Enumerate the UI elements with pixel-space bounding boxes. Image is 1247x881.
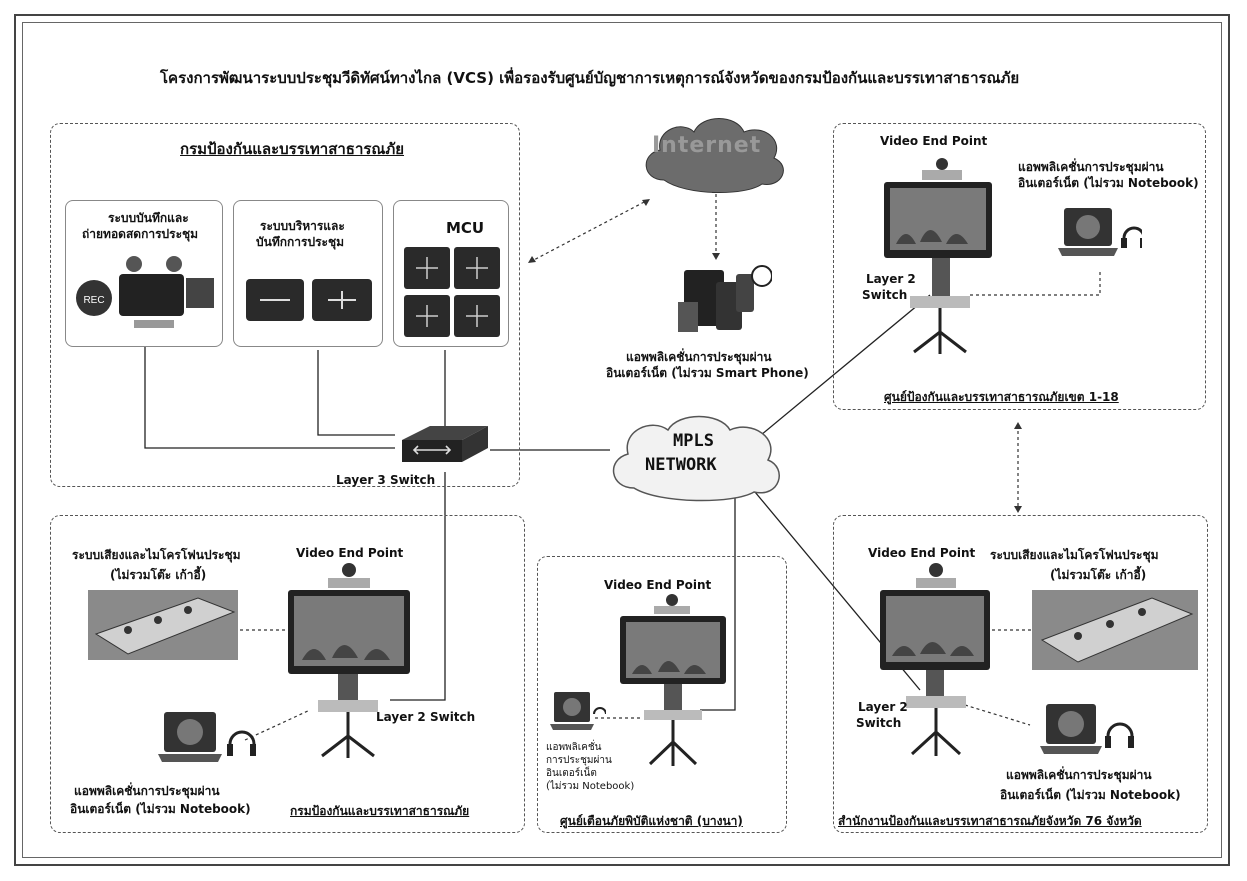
regional-app-label-2: อินเตอร์เน็ต (ไม่รวม Notebook) xyxy=(1018,176,1199,190)
hq-video-label: Video End Point xyxy=(296,546,404,560)
hq-section xyxy=(50,123,520,487)
video-endpoint-icon xyxy=(288,563,410,758)
regional-center-section xyxy=(833,123,1206,410)
video-endpoint-icon xyxy=(620,594,726,766)
mcu-icon xyxy=(404,247,500,337)
internet-app-label-1: แอพพลิเคชั่นการประชุมผ่าน xyxy=(626,350,772,364)
province-switch-label-1: Layer 2 xyxy=(858,700,908,714)
warning-center-section xyxy=(537,556,787,833)
regional-app-label-1: แอพพลิเคชั่นการประชุมผ่าน xyxy=(1018,160,1164,174)
province-audio-label-2: (ไม่รวมโต๊ะ เก้าอี้) xyxy=(1050,568,1147,582)
center-app-label-1: แอพพลิเคชั่น xyxy=(546,742,602,753)
recording-label-1: ระบบบันทึกและ xyxy=(108,211,189,225)
mpls-cloud-icon xyxy=(612,415,780,502)
recording-equipment-icon: REC xyxy=(76,256,214,328)
hq-room-caption: กรมป้องกันและบรรเทาสาธารณภัย xyxy=(290,804,470,818)
conference-table-icon xyxy=(88,590,238,660)
laptop-icon xyxy=(158,712,256,762)
hq-heading: กรมป้องกันและบรรเทาสาธารณภัย xyxy=(180,140,405,158)
center-app-label-2: การประชุมผ่าน xyxy=(546,755,612,766)
provincial-office-section xyxy=(833,515,1208,833)
regional-switch-label-2: Switch xyxy=(862,288,908,302)
center-app-label-4: (ไม่รวม Notebook) xyxy=(546,781,635,792)
internet-app-label-2: อินเตอร์เน็ต (ไม่รวม Smart Phone) xyxy=(606,366,809,380)
center-video-label: Video End Point xyxy=(604,578,712,592)
regional-video-label: Video End Point xyxy=(880,134,988,148)
recording-system-panel: ระบบบันทึกและ ถ่ายทอดสดการประชุม REC xyxy=(65,200,223,347)
hq-app-label-1: แอพพลิเคชั่นการประชุมผ่าน xyxy=(74,784,220,798)
regional-switch-label-1: Layer 2 xyxy=(866,272,916,286)
management-label-1: ระบบบริหารและ xyxy=(260,219,345,233)
hq-audio-label-2: (ไม่รวมโต๊ะ เก้าอี้) xyxy=(110,568,207,582)
hq-app-label-2: อินเตอร์เน็ต (ไม่รวม Notebook) xyxy=(70,802,251,816)
province-app-label-2: อินเตอร์เน็ต (ไม่รวม Notebook) xyxy=(1000,788,1181,802)
management-system-panel: ระบบบริหารและ บันทึกการประชุม xyxy=(233,200,383,347)
province-app-label-1: แอพพลิเคชั่นการประชุมผ่าน xyxy=(1006,768,1152,782)
outer-frame xyxy=(14,14,1230,866)
video-endpoint-icon xyxy=(880,563,990,756)
management-label-2: บันทึกการประชุม xyxy=(256,235,345,249)
hq-switch-label: Layer 2 Switch xyxy=(376,710,476,724)
server-icon xyxy=(246,279,372,321)
province-switch-label-2: Switch xyxy=(856,716,902,730)
hq-audio-label-1: ระบบเสียงและไมโครโฟนประชุม xyxy=(72,548,241,562)
internet-label: Internet xyxy=(652,133,762,158)
svg-text:REC: REC xyxy=(83,295,104,306)
laptop-icon xyxy=(1040,704,1134,754)
conference-table-icon xyxy=(1032,590,1198,670)
video-endpoint-icon xyxy=(884,158,992,354)
regional-caption: ศูนย์ป้องกันและบรรเทาสาธารณภัยเขต 1-18 xyxy=(884,390,1119,404)
smartphone-icon xyxy=(678,265,772,332)
mpls-label-2: NETWORK xyxy=(645,455,717,475)
inner-frame xyxy=(22,22,1222,858)
layer3-switch-label: Layer 3 Switch xyxy=(336,473,436,487)
province-video-label: Video End Point xyxy=(868,546,976,560)
center-app-label-3: อินเตอร์เน็ต xyxy=(546,768,597,779)
hq-room-section xyxy=(50,515,525,833)
mpls-label-1: MPLS xyxy=(673,431,714,451)
recording-label-2: ถ่ายทอดสดการประชุม xyxy=(82,227,199,241)
diagram-title: โครงการพัฒนาระบบประชุมวีดิทัศน์ทางไกล (V… xyxy=(160,69,1020,87)
laptop-icon xyxy=(550,692,606,730)
cloud-icon xyxy=(645,118,784,194)
laptop-icon xyxy=(1058,208,1142,256)
layer3-switch-icon xyxy=(402,426,488,462)
mcu-panel: MCU xyxy=(393,200,509,347)
province-audio-label-1: ระบบเสียงและไมโครโฟนประชุม xyxy=(990,548,1159,562)
provincial-caption: สำนักงานป้องกันและบรรเทาสาธารณภัยจังหวัด… xyxy=(838,814,1142,828)
mcu-label: MCU xyxy=(446,219,485,237)
warning-center-caption: ศูนย์เตือนภัยพิบัติแห่งชาติ (บางนา) xyxy=(560,814,743,828)
